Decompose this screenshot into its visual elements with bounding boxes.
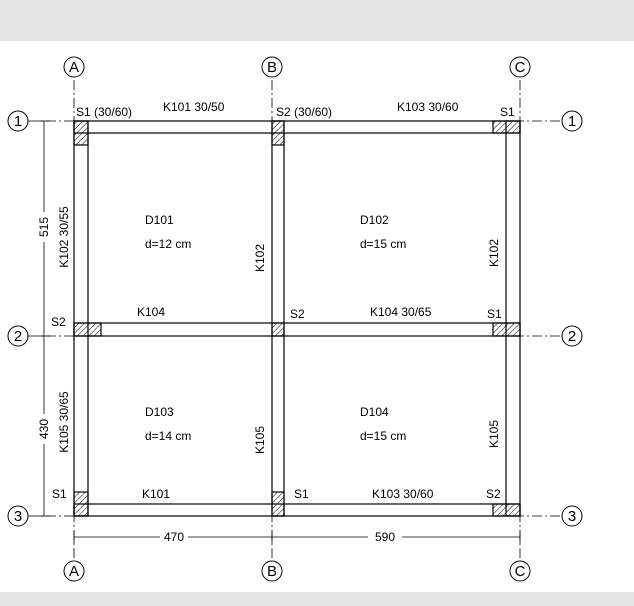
column-a3 [73, 491, 89, 517]
beam-label-k102-right: K102 [487, 239, 501, 267]
column-b2 [271, 322, 285, 337]
column-a1 [73, 120, 89, 146]
beam-label-k101-top: K101 30/50 [163, 100, 225, 114]
slab-d103-name: D103 [145, 405, 174, 419]
axis-c-top-label: C [515, 59, 526, 76]
columns [73, 120, 521, 517]
column-c2 [492, 322, 521, 337]
dim-span-ab: 470 [164, 530, 184, 544]
beam-label-k101-bottom: K101 [142, 487, 170, 501]
beam-label-k102-mid: K102 [253, 244, 267, 272]
axis-3-right-label: 3 [568, 508, 576, 525]
top-gray-band [0, 0, 634, 41]
beam-label-k104-right: K104 30/65 [370, 305, 432, 319]
axis-3-left-label: 3 [14, 508, 22, 525]
beam-label-k102-left: K102 30/55 [57, 206, 71, 268]
axis-2-left-label: 2 [14, 328, 22, 345]
column-label-b3: S1 [294, 487, 309, 501]
slab-d101-name: D101 [145, 213, 174, 227]
axis-bubbles [7, 56, 583, 582]
column-b3 [271, 491, 285, 517]
column-label-b2: S2 [290, 307, 305, 321]
beam-label-k105-left: K105 30/65 [57, 391, 71, 453]
axis-a-top-label: A [69, 59, 79, 76]
slab-d102-name: D102 [360, 213, 389, 227]
dim-span-12: 515 [37, 217, 51, 237]
axis-a-bottom-label: A [69, 563, 79, 580]
column-label-b1: S2 (30/60) [276, 105, 332, 119]
slab-d102-thickness: d=15 cm [360, 237, 406, 251]
slab-d104-name: D104 [360, 405, 389, 419]
beam-right-vertical [505, 120, 521, 517]
beam-label-k105-right: K105 [487, 420, 501, 448]
column-label-c3: S2 [486, 487, 501, 501]
column-label-c2: S1 [487, 307, 502, 321]
beam-k101-k103-bottom [73, 503, 521, 517]
column-label-a2: S2 [51, 315, 66, 329]
beam-label-k103-bottom: K103 30/60 [372, 487, 434, 501]
beam-label-k104-left: K104 [137, 305, 165, 319]
beam-mid-vertical [271, 120, 285, 517]
column-label-a1: S1 (30/60) [76, 105, 132, 119]
beam-left-vertical [73, 120, 89, 517]
axis-b-top-label: B [267, 59, 277, 76]
dim-span-bc: 590 [375, 530, 395, 544]
column-c3 [492, 503, 521, 517]
slab-d101-thickness: d=12 cm [145, 237, 191, 251]
column-c1 [492, 120, 521, 134]
axis-2-right-label: 2 [568, 328, 576, 345]
beam-k101-k103-top [73, 120, 521, 134]
dim-span-23: 430 [37, 419, 51, 439]
slab-d104-thickness: d=15 cm [360, 429, 406, 443]
dimension-lines [38, 120, 521, 543]
beam-label-k105-mid: K105 [253, 426, 267, 454]
axis-1-left-label: 1 [14, 113, 22, 130]
beam-k104 [73, 322, 521, 337]
column-label-c1: S1 [500, 105, 515, 119]
axis-1-right-label: 1 [568, 113, 576, 130]
slab-d103-thickness: d=14 cm [145, 429, 191, 443]
column-b1 [271, 120, 285, 146]
axis-c-bottom-label: C [515, 563, 526, 580]
column-a2 [73, 322, 102, 337]
column-label-a3: S1 [52, 487, 67, 501]
beam-label-k103-top: K103 30/60 [397, 100, 459, 114]
axis-b-bottom-label: B [267, 563, 277, 580]
bottom-gray-band [0, 592, 634, 606]
